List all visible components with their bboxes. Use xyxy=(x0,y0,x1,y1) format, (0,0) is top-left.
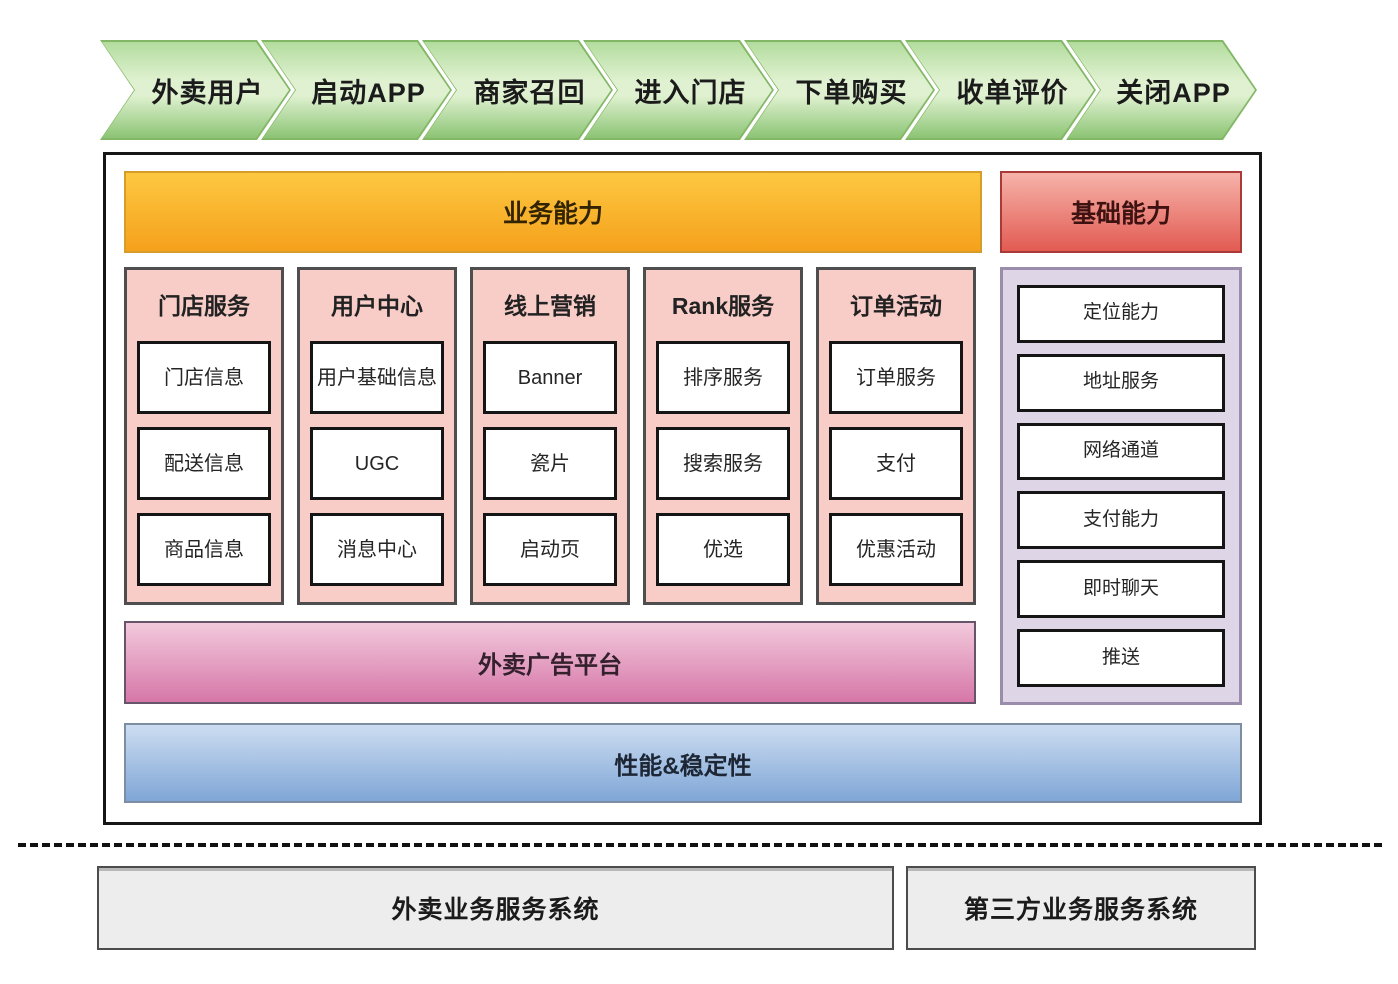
column-online-marketing: 线上营销 Banner 瓷片 启动页 xyxy=(470,267,630,605)
column-order-activity: 订单活动 订单服务 支付 优惠活动 xyxy=(816,267,976,605)
column-title: 线上营销 xyxy=(504,293,596,319)
base-capability-box: 即时聊天 xyxy=(1017,560,1225,619)
app-platform-box: 业务能力 基础能力 门店服务 门店信息 配送信息 商品信息 用户中心 用户基础信… xyxy=(103,152,1262,825)
capability-box: 优惠活动 xyxy=(829,513,963,586)
waimai-backend-system-box: 外卖业务服务系统 xyxy=(97,866,894,950)
capability-box: Banner xyxy=(483,341,617,414)
column-store-service: 门店服务 门店信息 配送信息 商品信息 xyxy=(124,267,284,605)
capability-box: 支付 xyxy=(829,427,963,500)
flow-step-waimai-user: 外卖用户 xyxy=(100,40,291,140)
user-journey-flow: 外卖用户 启动APP 商家召回 进入门店 下单购买 收单评价 关闭APP xyxy=(100,40,1260,140)
column-title: 门店服务 xyxy=(158,293,250,319)
capability-box: 优选 xyxy=(656,513,790,586)
capability-box: 瓷片 xyxy=(483,427,617,500)
dashed-separator-line xyxy=(18,843,1382,847)
flow-step-label: 启动APP xyxy=(311,77,426,108)
capability-box: 门店信息 xyxy=(137,341,271,414)
capability-box: 用户基础信息 xyxy=(310,341,444,414)
flow-step-close-app: 关闭APP xyxy=(1066,40,1257,140)
column-rank-service: Rank服务 排序服务 搜索服务 优选 xyxy=(643,267,803,605)
capability-box: 启动页 xyxy=(483,513,617,586)
business-capability-banner: 业务能力 xyxy=(124,171,982,253)
base-capability-box: 定位能力 xyxy=(1017,285,1225,343)
ad-platform-bar: 外卖广告平台 xyxy=(124,621,976,704)
flow-step-label: 进入门店 xyxy=(634,77,747,108)
flow-step-label: 外卖用户 xyxy=(151,77,264,108)
column-title: 用户中心 xyxy=(331,293,423,319)
capability-box: 商品信息 xyxy=(137,513,271,586)
capability-box: 排序服务 xyxy=(656,341,790,414)
flow-step-label: 下单购买 xyxy=(795,77,908,108)
base-capability-box: 网络通道 xyxy=(1017,422,1225,481)
capability-box: UGC xyxy=(310,427,444,500)
column-title: Rank服务 xyxy=(671,293,775,319)
flow-step-launch-app: 启动APP xyxy=(261,40,452,140)
thirdparty-backend-system-box: 第三方业务服务系统 xyxy=(906,866,1256,950)
performance-stability-bar: 性能&稳定性 xyxy=(124,723,1242,803)
capability-box: 搜索服务 xyxy=(656,427,790,500)
flow-step-label: 关闭APP xyxy=(1116,77,1231,108)
base-capability-box: 地址服务 xyxy=(1017,353,1225,412)
column-title: 订单活动 xyxy=(850,293,942,319)
column-user-center: 用户中心 用户基础信息 UGC 消息中心 xyxy=(297,267,457,605)
base-capability-banner: 基础能力 xyxy=(1000,171,1242,253)
base-capability-box: 推送 xyxy=(1017,629,1225,687)
capability-box: 订单服务 xyxy=(829,341,963,414)
flow-step-label: 收单评价 xyxy=(956,77,1069,108)
capability-box: 配送信息 xyxy=(137,427,271,500)
capability-box: 消息中心 xyxy=(310,513,444,586)
flow-step-label: 商家召回 xyxy=(473,77,586,108)
business-capability-columns: 门店服务 门店信息 配送信息 商品信息 用户中心 用户基础信息 UGC 消息中心… xyxy=(124,267,976,605)
base-capability-panel: 定位能力 地址服务 网络通道 支付能力 即时聊天 推送 xyxy=(1000,267,1242,705)
base-capability-box: 支付能力 xyxy=(1017,491,1225,550)
